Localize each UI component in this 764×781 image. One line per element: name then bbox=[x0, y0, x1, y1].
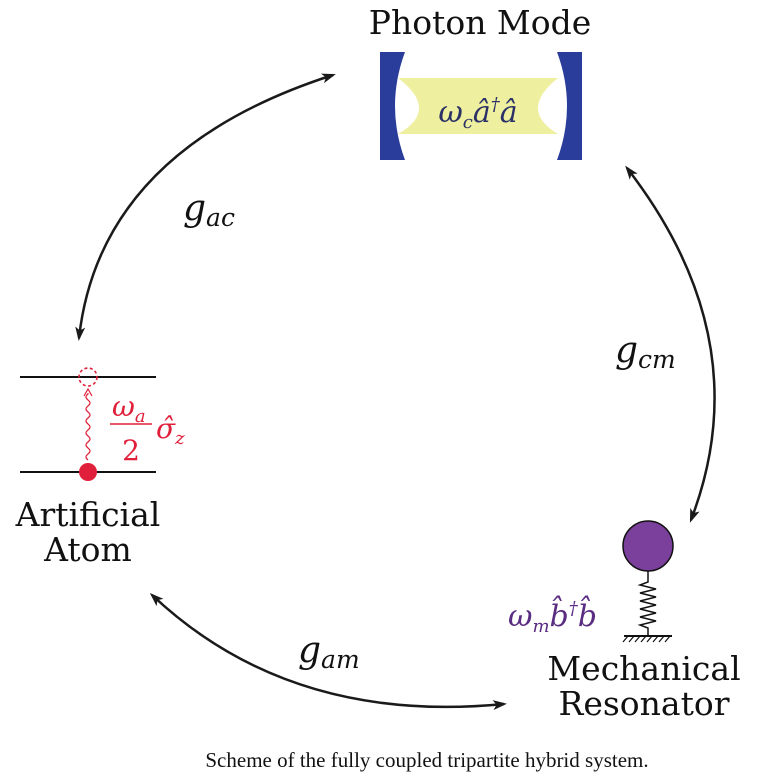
coupling-arrow-atom-cavity bbox=[75, 73, 336, 341]
mechanical-title-line2: Resonator bbox=[558, 684, 729, 723]
cavity-icon bbox=[380, 52, 582, 160]
excited-state-dot bbox=[78, 367, 98, 387]
atom-title-line1: Artificial bbox=[15, 495, 161, 534]
figure-caption: Scheme of the fully coupled tripartite h… bbox=[205, 748, 648, 772]
photon-mode-node: Photon Mode ωcâ†â bbox=[369, 3, 592, 160]
spring-icon bbox=[637, 571, 657, 635]
excitation-photon-arrow bbox=[85, 393, 91, 461]
coupling-arrow-cavity-mechanical bbox=[625, 165, 716, 523]
mechanical-hamiltonian: ωmb̂†b̂ bbox=[508, 595, 597, 637]
right-mirror bbox=[557, 52, 582, 160]
excitation-arrowhead bbox=[83, 387, 93, 397]
left-mirror bbox=[380, 52, 405, 160]
ground-hatch bbox=[622, 635, 671, 643]
artificial-atom-node: ωa 2 σ̂z Artificial Atom bbox=[15, 367, 185, 569]
coupling-arrow-atom-mechanical bbox=[149, 592, 507, 711]
cavity-beam bbox=[398, 78, 558, 134]
atom-title-line2: Atom bbox=[43, 530, 132, 569]
mechanical-resonator-node: ωmb̂†b̂ Mechanical Resonator bbox=[508, 520, 741, 723]
coupling-label-ac: gac bbox=[183, 188, 235, 232]
photon-mode-title: Photon Mode bbox=[369, 3, 592, 42]
ground-state-dot bbox=[79, 463, 97, 481]
atom-hamiltonian: ωa 2 σ̂z bbox=[110, 390, 185, 467]
mechanical-title-line1: Mechanical bbox=[547, 649, 740, 688]
atom-hamiltonian-denominator: 2 bbox=[122, 434, 140, 467]
coupling-label-cm: gcm bbox=[615, 330, 676, 374]
mass-ball bbox=[622, 520, 674, 572]
coupling-label-am: gam bbox=[298, 630, 360, 674]
photon-hamiltonian: ωcâ†â bbox=[438, 94, 517, 133]
atom-hamiltonian-operator: σ̂z bbox=[156, 412, 185, 449]
atom-hamiltonian-numerator: ωa bbox=[112, 390, 146, 427]
